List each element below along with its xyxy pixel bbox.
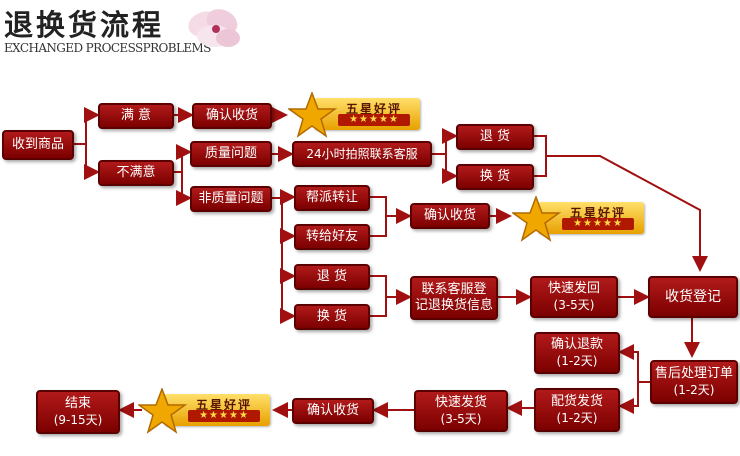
receive-goods-node: 收到商品	[2, 130, 74, 160]
node-label: 确认收货	[423, 208, 476, 223]
end-node: 结束 (9-15天)	[36, 390, 120, 434]
node-label: 售后处理订单	[654, 366, 733, 381]
badge-label: 五星好评	[196, 398, 253, 412]
non-quality-issue-node: 非质量问题	[190, 186, 272, 212]
node-label: (1-2天)	[556, 354, 598, 368]
after-sale-node: 售后处理订单 (1-2天)	[650, 360, 738, 404]
node-label: 退 货	[479, 129, 511, 144]
star-icon	[138, 388, 188, 434]
node-label: (1-2天)	[556, 411, 598, 425]
badge-label: 五星好评	[346, 102, 403, 116]
five-star-badge-1: 五星好评 ★★★★★	[288, 92, 424, 138]
confirm-receipt-node-3: 确认收货	[292, 398, 374, 424]
badge-stars: ★★★★★	[562, 218, 634, 230]
node-label: 不满意	[116, 165, 156, 180]
flower-icon	[188, 9, 240, 47]
contact-register-node: 联系客服登记退换货信息	[410, 276, 498, 320]
node-label: (9-15天)	[53, 413, 103, 427]
node-label: 收货登记	[665, 289, 721, 305]
node-label: 质量问题	[204, 146, 257, 161]
exchange-node-1: 换 货	[456, 164, 534, 190]
node-label: 配货发货	[550, 394, 603, 409]
node-label: (3-5天)	[553, 298, 595, 312]
badge-label: 五星好评	[570, 206, 627, 220]
contact-service-node: 24小时拍照联系客服	[292, 141, 432, 167]
node-label: 收到商品	[11, 137, 64, 152]
node-label: 快速发回	[547, 281, 600, 296]
star-icon	[288, 92, 338, 138]
node-label: 非质量问题	[198, 191, 264, 206]
return-node-2: 退 货	[294, 264, 370, 290]
badge-stars: ★★★★★	[338, 114, 410, 126]
node-label: 换 货	[316, 309, 348, 324]
satisfied-node: 满 意	[98, 103, 174, 129]
fast-send-back-node: 快速发回 (3-5天)	[530, 276, 618, 318]
node-label: 帮派转让	[305, 190, 358, 205]
confirm-refund-node: 确认退款 (1-2天)	[534, 332, 620, 374]
give-friend-node: 转给好友	[294, 224, 370, 250]
node-label: 确认收货	[306, 403, 359, 418]
node-label: (3-5天)	[440, 412, 482, 426]
node-label: 24小时拍照联系客服	[306, 147, 418, 161]
node-label: 满 意	[120, 108, 152, 123]
ship-goods-node: 配货发货 (1-2天)	[534, 388, 620, 432]
node-label: 换 货	[479, 169, 511, 184]
node-label: 确认收货	[205, 108, 258, 123]
node-label: 快速发货	[434, 395, 487, 410]
node-label: 退 货	[316, 269, 348, 284]
confirm-receipt-node-2: 确认收货	[410, 203, 490, 229]
fast-ship-node: 快速发货 (3-5天)	[414, 390, 508, 432]
help-transfer-node: 帮派转让	[294, 185, 370, 211]
five-star-badge-2: 五星好评 ★★★★★	[512, 196, 648, 242]
confirm-receipt-node-1: 确认收货	[192, 103, 272, 129]
receive-register-node: 收货登记	[648, 276, 738, 318]
unsatisfied-node: 不满意	[98, 160, 174, 186]
node-label: 记退换货信息	[414, 298, 493, 313]
node-label: 联系客服登	[421, 282, 487, 297]
exchange-node-2: 换 货	[294, 304, 370, 330]
page-subtitle: EXCHANGED PROCESSPROBLEMS	[4, 41, 211, 55]
return-node-1: 退 货	[456, 124, 534, 150]
node-label: 确认退款	[550, 337, 603, 352]
node-label: 转给好友	[305, 229, 358, 244]
page-title: 退换货流程	[4, 8, 165, 42]
badge-stars: ★★★★★	[188, 410, 260, 422]
five-star-badge-3: 五星好评 ★★★★★	[138, 388, 274, 434]
quality-issue-node: 质量问题	[190, 141, 272, 167]
node-label: 结束	[64, 396, 91, 411]
star-icon	[512, 196, 562, 242]
node-label: (1-2天)	[673, 383, 715, 397]
